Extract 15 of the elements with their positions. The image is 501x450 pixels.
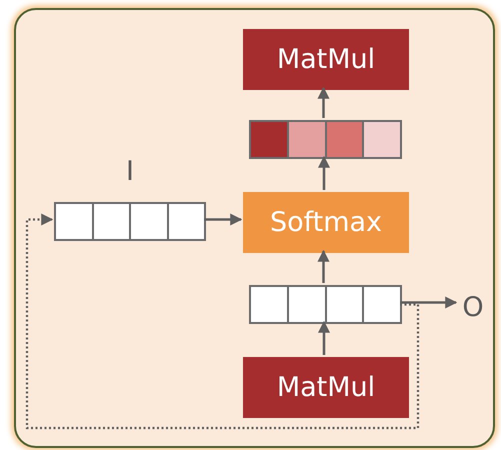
operation-box: Softmax (243, 192, 409, 253)
arrow (318, 86, 330, 118)
arrow (318, 250, 330, 283)
arrow (204, 214, 242, 226)
arrow (318, 156, 330, 190)
dotted-arrow (26, 214, 420, 430)
vector-bar (249, 285, 402, 324)
arrow (400, 296, 458, 308)
vector-bar (249, 120, 402, 159)
panel-background (14, 8, 495, 448)
arrow (318, 320, 330, 355)
output-label: O (458, 290, 488, 324)
operation-box: MatMul (243, 357, 409, 418)
operation-box: MatMul (243, 29, 409, 90)
vector-label: I (126, 156, 134, 187)
